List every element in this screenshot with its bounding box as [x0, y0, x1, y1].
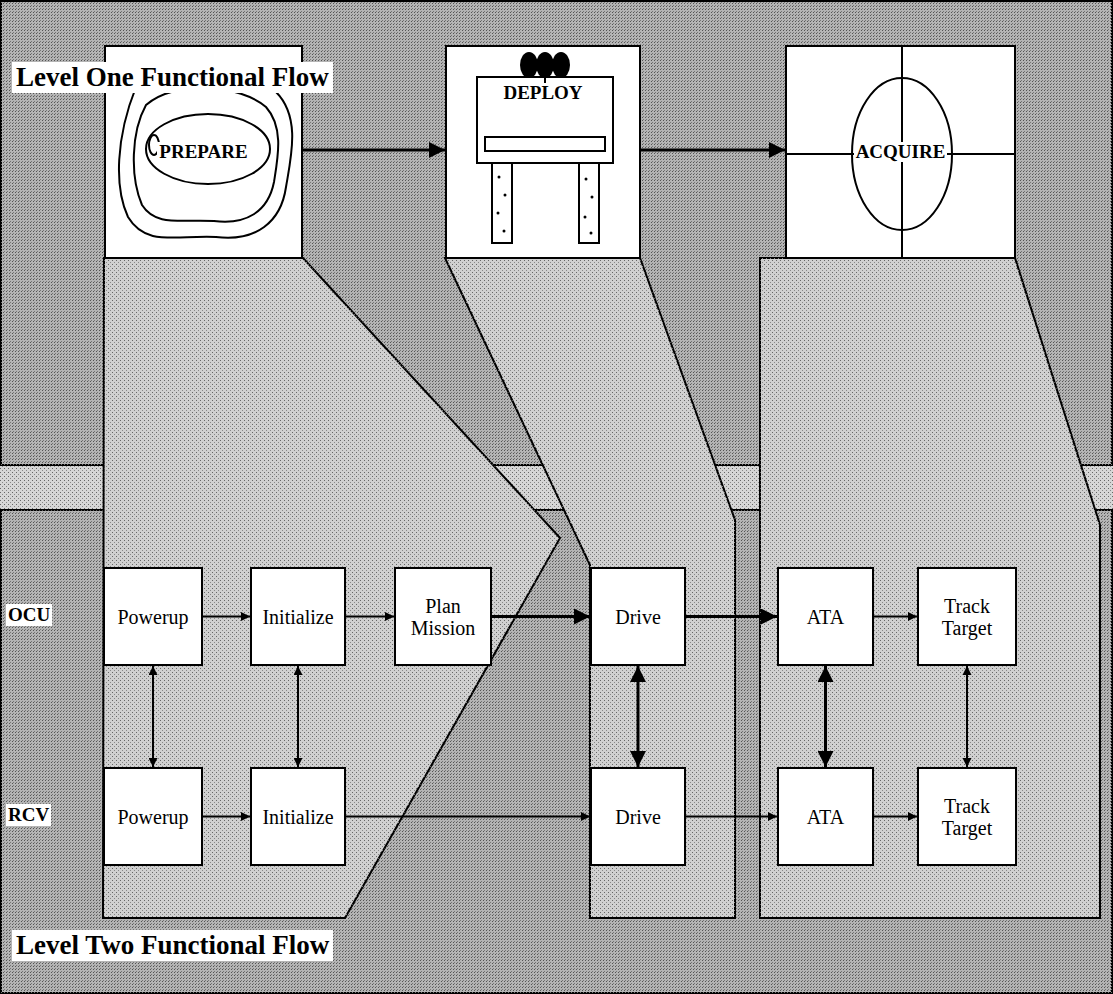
flow-arrow [346, 816, 590, 818]
flow-arrow [641, 149, 785, 152]
row-label: OCU [6, 604, 52, 626]
acquire-funnel [760, 258, 1100, 918]
box-label: Powerup [117, 606, 188, 628]
function-box: Plan Mission [394, 567, 492, 666]
function-box: Initialize [250, 567, 346, 666]
function-box: Track Target [917, 767, 1017, 866]
box-label: Drive [615, 606, 661, 628]
flow-arrow [686, 816, 777, 818]
box-label: DEPLOY [501, 83, 584, 104]
box-label: Drive [615, 806, 661, 828]
function-box: Drive [590, 767, 686, 866]
flow-arrow [874, 816, 917, 818]
function-box: Initialize [250, 767, 346, 866]
expansion-funnels [103, 258, 1100, 918]
flow-arrow [346, 616, 394, 618]
flow-arrow [203, 816, 250, 818]
box-label: ACQUIRE [854, 142, 948, 163]
row-label: RCV [6, 804, 51, 826]
exchange-arrow [152, 666, 154, 767]
box-label: Track Target [922, 595, 1012, 639]
exchange-arrow [637, 666, 640, 767]
box-label: Plan Mission [399, 595, 487, 639]
box-label: Initialize [262, 806, 333, 828]
function-box: Track Target [917, 567, 1017, 666]
phase-box: DEPLOY [445, 45, 641, 259]
exchange-arrow [297, 666, 299, 767]
box-label: Powerup [117, 806, 188, 828]
funnel-stipple [103, 258, 1100, 918]
exchange-arrow [966, 666, 968, 767]
function-box: Powerup [103, 767, 203, 866]
flow-arrow [874, 616, 917, 618]
box-label: ATA [807, 806, 844, 828]
exchange-arrow [824, 666, 827, 767]
phase-illustration [447, 47, 639, 257]
flow-arrow [303, 149, 445, 152]
level-title: Level One Functional Flow [12, 62, 333, 93]
flow-arrow [492, 615, 590, 618]
function-box: Powerup [103, 567, 203, 666]
level-title: Level Two Functional Flow [12, 930, 333, 961]
box-label: Track Target [922, 795, 1012, 839]
function-box: ATA [777, 767, 874, 866]
phase-box: ACQUIRE [785, 45, 1016, 259]
box-label: PREPARE [157, 142, 249, 163]
function-box: ATA [777, 567, 874, 666]
box-label: Initialize [262, 606, 333, 628]
box-label: ATA [807, 606, 844, 628]
function-box: Drive [590, 567, 686, 666]
flow-arrow [203, 616, 250, 618]
flow-arrow [686, 615, 777, 618]
